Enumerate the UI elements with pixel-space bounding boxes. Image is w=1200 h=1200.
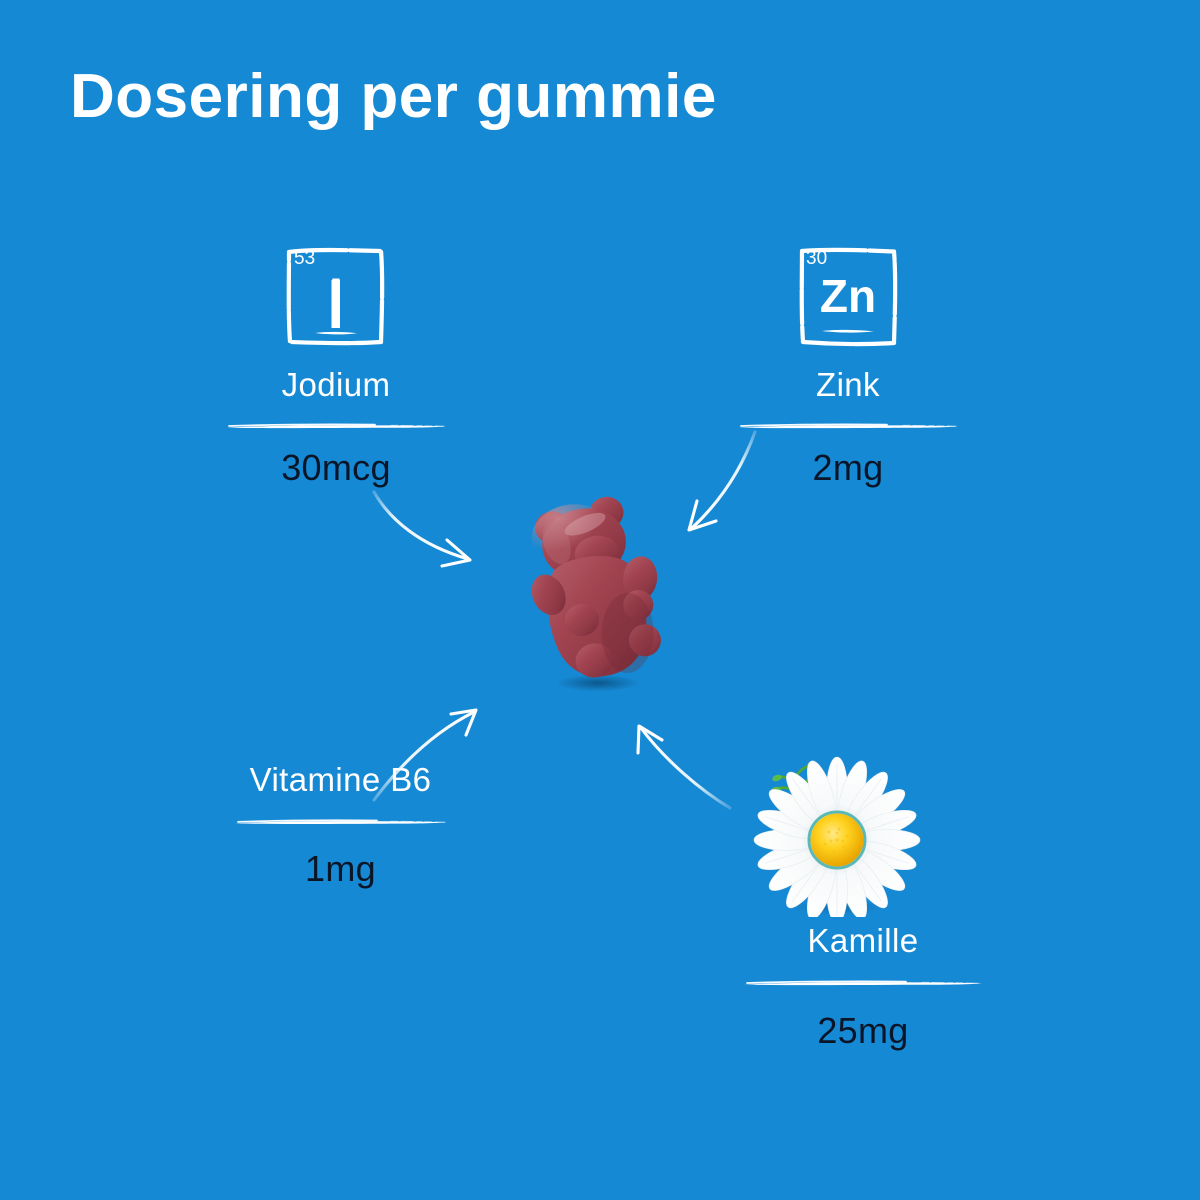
element-atomic-number: 53	[294, 248, 316, 269]
page-title: Dosering per gummie	[70, 62, 717, 131]
nutrient-block-kamille: Kamille 25mg	[742, 727, 984, 1049]
nutrient-dose-zink: 2mg	[812, 447, 884, 488]
nutrient-dose-jodium: 30mcg	[281, 447, 391, 488]
nutrient-block-jodium: 53 I Jodium 30mcg	[225, 243, 447, 486]
nutrient-name-jodium: Jodium	[281, 366, 391, 403]
periodic-element-icon-zink: 30 Zn	[794, 243, 902, 351]
nutrient-dose-vitamineb6: 1mg	[305, 848, 376, 889]
chalk-divider-jodium	[227, 423, 445, 429]
element-symbol: I	[329, 268, 343, 324]
arrow-kamille-to-gummy	[636, 724, 732, 810]
element-atomic-number: 30	[806, 248, 828, 269]
gummy-bear-product-image	[498, 487, 698, 697]
nutrient-name-vitamineb6: Vitamine B6	[249, 761, 432, 798]
chalk-divider-vitamineb6	[235, 819, 446, 824]
nutrient-block-vitamineb6: Vitamine B6 1mg	[218, 763, 463, 887]
element-symbol: Zn	[819, 270, 877, 322]
chalk-divider-zink	[739, 423, 957, 429]
chamomile-flower-image	[744, 735, 922, 917]
chalk-divider-kamille	[744, 980, 982, 986]
nutrient-dose-kamille: 25mg	[817, 1010, 909, 1051]
nutrient-name-kamille: Kamille	[807, 922, 919, 959]
nutrient-block-zink: 30 Zn Zink 2mg	[737, 243, 959, 486]
periodic-element-icon-jodium: 53 I	[282, 243, 390, 351]
arrow-jodium-to-gummy	[372, 490, 472, 568]
nutrient-name-zink: Zink	[816, 366, 880, 403]
